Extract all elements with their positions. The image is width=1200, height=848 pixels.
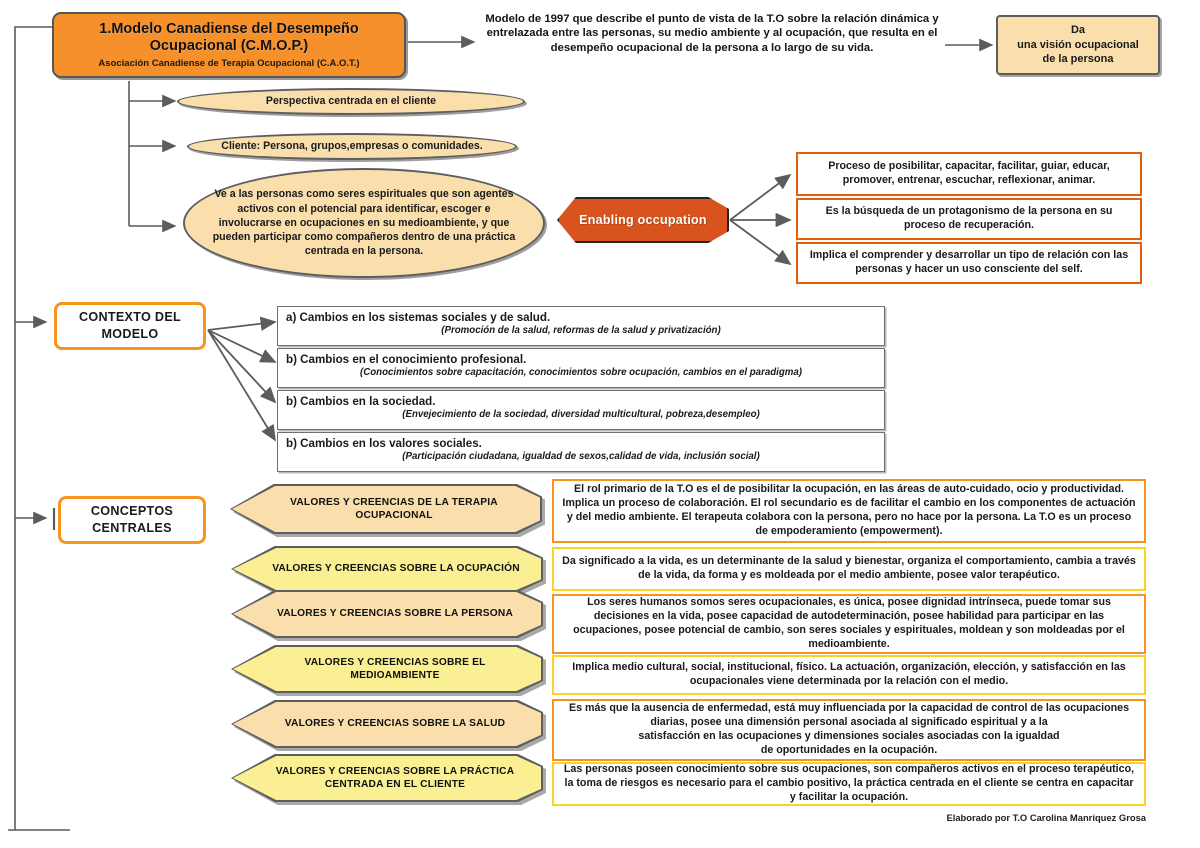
conceptos-text-2-body: Da significado a la vida, es un determin… [562,555,1136,581]
contexto-item-2-detail: (Conocimientos sobre capacitación, conoc… [360,367,802,379]
contexto-item-1: a) Cambios en los sistemas sociales y de… [277,306,885,346]
chevron-row-4: VALORES Y CREENCIAS SOBRE EL MEDIOAMBIEN… [233,647,541,691]
chevron-row-5-label: VALORES Y CREENCIAS SOBRE LA SALUD [284,718,506,730]
conceptos-text-5: Es más que la ausencia de enfermedad, es… [552,699,1146,761]
oval-personas-text: Ve a las personas como seres espirituale… [212,188,516,258]
contexto-item-3: b) Cambios en la sociedad. (Envejecimien… [277,390,885,430]
contexto-del-modelo-box: CONTEXTO DEL MODELO [54,302,206,350]
oval-cliente-text: Cliente: Persona, grupos,empresas o comu… [221,140,483,153]
conceptos-text-6-body: Las personas poseen conocimiento sobre s… [563,763,1135,803]
chevron-row-3: VALORES Y CREENCIAS SOBRE LA PERSONA [233,592,541,636]
oval-perspectiva: Perspectiva centrada en el cliente [177,88,525,115]
oval-personas: Ve a las personas como seres espirituale… [183,168,545,278]
chevron-row-2-label: VALORES Y CREENCIAS SOBRE LA OCUPACIÓN [272,563,520,575]
conceptos-text-3: Los seres humanos somos seres ocupaciona… [552,594,1146,654]
result-box: Da una visión ocupacional de la persona [996,15,1160,75]
enabling-item-1: Proceso de posibilitar, capacitar, facil… [796,152,1142,196]
contexto-item-1-heading: a) Cambios en los sistemas sociales y de… [286,311,551,324]
chevron-row-3-label: VALORES Y CREENCIAS SOBRE LA PERSONA [276,608,514,620]
title-line-2: Ocupacional (C.M.O.P.) [149,38,309,54]
chevron-row-6: VALORES Y CREENCIAS SOBRE LA PRÁCTICA CE… [233,756,541,800]
title-subtitle: Asociación Canadiense de Terapia Ocupaci… [98,58,360,70]
enabling-item-3: Implica el comprender y desarrollar un t… [796,242,1142,284]
title-line-1: 1.Modelo Canadiense del Desempeño [99,20,359,37]
enabling-item-2: Es la búsqueda de un protagonismo de la … [796,198,1142,240]
enabling-occupation-shape: Enabling occupation [557,197,729,243]
model-description: Modelo de 1997 que describe el punto de … [485,13,939,54]
chevron-row-5: VALORES Y CREENCIAS SOBRE LA SALUD [233,702,541,746]
contexto-item-4-detail: (Participación ciudadana, igualdad de se… [402,451,760,463]
title-box: 1.Modelo Canadiense del Desempeño Ocupac… [52,12,406,78]
conceptos-text-3-body: Los seres humanos somos seres ocupaciona… [573,596,1125,650]
result-box-text: Da una visión ocupacional de la persona [1017,24,1139,66]
chevron-row-1: VALORES Y CREENCIAS DE LA TERAPIA OCUPAC… [232,486,540,532]
contexto-label: CONTEXTO DEL MODELO [78,310,182,341]
conceptos-text-2: Da significado a la vida, es un determin… [552,547,1146,591]
oval-cliente: Cliente: Persona, grupos,empresas o comu… [187,133,517,160]
conceptos-label: CONCEPTOS CENTRALES [90,504,174,535]
contexto-item-3-detail: (Envejecimiento de la sociedad, diversid… [402,409,760,421]
contexto-item-4-heading: b) Cambios en los valores sociales. [286,437,482,450]
contexto-item-2: b) Cambios en el conocimiento profesiona… [277,348,885,388]
contexto-item-4: b) Cambios en los valores sociales. (Par… [277,432,885,472]
enabling-item-2-text: Es la búsqueda de un protagonismo de la … [825,205,1113,231]
conceptos-text-1-body: El rol primario de la T.O es el de posib… [562,483,1136,537]
conceptos-text-4-body: Implica medio cultural, social, instituc… [572,661,1126,687]
conceptos-centrales-box: CONCEPTOS CENTRALES [58,496,206,544]
contexto-item-1-detail: (Promoción de la salud, reformas de la s… [441,325,721,337]
enabling-occupation-label: Enabling occupation [579,213,707,227]
contexto-item-3-heading: b) Cambios en la sociedad. [286,395,436,408]
enabling-item-1-text: Proceso de posibilitar, capacitar, facil… [828,160,1110,186]
enabling-item-3-text: Implica el comprender y desarrollar un t… [809,249,1129,275]
chevron-row-6-label: VALORES Y CREENCIAS SOBRE LA PRÁCTICA CE… [275,765,515,790]
contexto-item-2-heading: b) Cambios en el conocimiento profesiona… [286,353,527,366]
conceptos-text-1: El rol primario de la T.O es el de posib… [552,479,1146,543]
author-credit: Elaborado por T.O Carolina Manríquez Gro… [946,812,1146,823]
conceptos-text-4: Implica medio cultural, social, instituc… [552,655,1146,695]
conceptos-text-5-body: Es más que la ausencia de enfermedad, es… [568,702,1130,756]
chevron-row-4-label: VALORES Y CREENCIAS SOBRE EL MEDIOAMBIEN… [304,656,486,681]
chevron-row-2: VALORES Y CREENCIAS SOBRE LA OCUPACIÓN [233,548,541,590]
chevron-row-1-label: VALORES Y CREENCIAS DE LA TERAPIA OCUPAC… [290,496,498,521]
conceptos-text-6: Las personas poseen conocimiento sobre s… [552,762,1146,806]
oval-perspectiva-text: Perspectiva centrada en el cliente [265,95,437,108]
